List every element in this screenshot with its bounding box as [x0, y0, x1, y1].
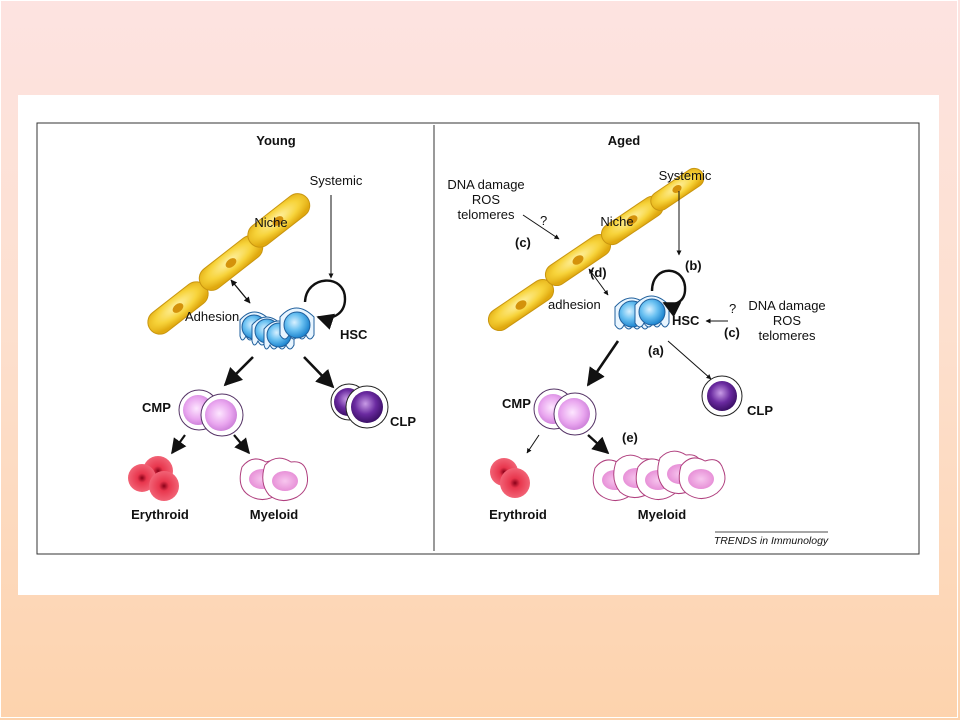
aged-mark-c-right: (c): [724, 325, 740, 340]
young-systemic-label: Systemic: [310, 173, 363, 188]
niche-cell: [487, 278, 555, 332]
young-clp-label: CLP: [390, 414, 416, 429]
young-cmp-to-erythroid-arrow: [171, 434, 187, 455]
young-niche-cells: [147, 193, 311, 335]
figure-panel: Young Niche Systemic Adhesion: [18, 95, 939, 595]
young-cmp-label: CMP: [142, 400, 171, 415]
niche-cell: [247, 193, 311, 248]
aged-niche-label: Niche: [600, 214, 633, 229]
young-adhesion-arrow: [230, 279, 251, 304]
aged-hsc-to-cmp-arrow: [586, 340, 620, 387]
aged-cmp-to-myeloid-arrow: [587, 434, 610, 455]
aged-adhesion-arrow: [588, 268, 609, 296]
young-hsc-to-clp-arrow: [303, 356, 335, 389]
aged-mark-d: (d): [590, 265, 607, 280]
young-erythroid-cells: [128, 456, 179, 501]
aged-niche-cells: [487, 167, 705, 332]
aged-mark-c-top: (c): [515, 235, 531, 250]
young-panel: Young Niche Systemic Adhesion: [128, 133, 416, 522]
aged-cmp-to-erythroid-arrow: [526, 434, 540, 454]
young-niche-label: Niche: [254, 215, 287, 230]
young-self-renewal-arrow: [303, 279, 347, 330]
aged-question-right: ?: [729, 301, 736, 316]
aged-self-renewal-arrow: [650, 269, 687, 318]
aged-hsc-to-clp-arrow: [667, 340, 712, 380]
aged-title: Aged: [608, 133, 641, 148]
aged-erythroid-cells: [490, 458, 530, 498]
aged-erythroid-label: Erythroid: [489, 507, 547, 522]
aged-dna-top-line1: DNA damage: [447, 177, 524, 192]
aged-clp-cells: [701, 375, 743, 417]
aged-cmp-label: CMP: [502, 396, 531, 411]
aged-question-top: ?: [540, 213, 547, 228]
young-adhesion-label: Adhesion: [185, 309, 239, 324]
aged-systemic-label: Systemic: [659, 168, 712, 183]
aged-dna-right-line2: ROS: [773, 313, 802, 328]
aged-myeloid-label: Myeloid: [638, 507, 686, 522]
aged-dna-top-line3: telomeres: [457, 207, 515, 222]
young-myeloid-cells: [239, 457, 308, 501]
young-hsc-to-cmp-arrow: [223, 356, 254, 387]
young-clp-cells: [330, 383, 389, 429]
figure-border: [36, 122, 920, 555]
aged-hsc-label: HSC: [672, 313, 700, 328]
aged-mark-b: (b): [685, 258, 702, 273]
young-hsc-label: HSC: [340, 327, 368, 342]
aged-dna-top-arrow: [522, 214, 560, 240]
aged-mark-e: (e): [622, 430, 638, 445]
young-cmp-to-myeloid-arrow: [233, 434, 250, 455]
young-myeloid-label: Myeloid: [250, 507, 298, 522]
aged-dna-right-line3: telomeres: [758, 328, 816, 343]
young-hsc-cluster: [239, 307, 315, 350]
aged-hsc-cluster: [614, 295, 670, 330]
young-cmp-cells: [178, 389, 244, 437]
aged-myeloid-cells: [592, 450, 726, 501]
young-title: Young: [256, 133, 296, 148]
aged-panel: Aged DNA damage ROS telomeres ? (c): [447, 133, 825, 522]
aged-adhesion-label: adhesion: [548, 297, 601, 312]
aged-cmp-cells: [533, 388, 597, 436]
hematopoiesis-aging-diagram: Young Niche Systemic Adhesion: [36, 122, 920, 555]
young-erythroid-label: Erythroid: [131, 507, 189, 522]
aged-dna-right-line1: DNA damage: [748, 298, 825, 313]
journal-credit: TRENDS in Immunology: [714, 535, 829, 547]
aged-dna-top-line2: ROS: [472, 192, 501, 207]
aged-mark-a: (a): [648, 343, 664, 358]
aged-clp-label: CLP: [747, 403, 773, 418]
